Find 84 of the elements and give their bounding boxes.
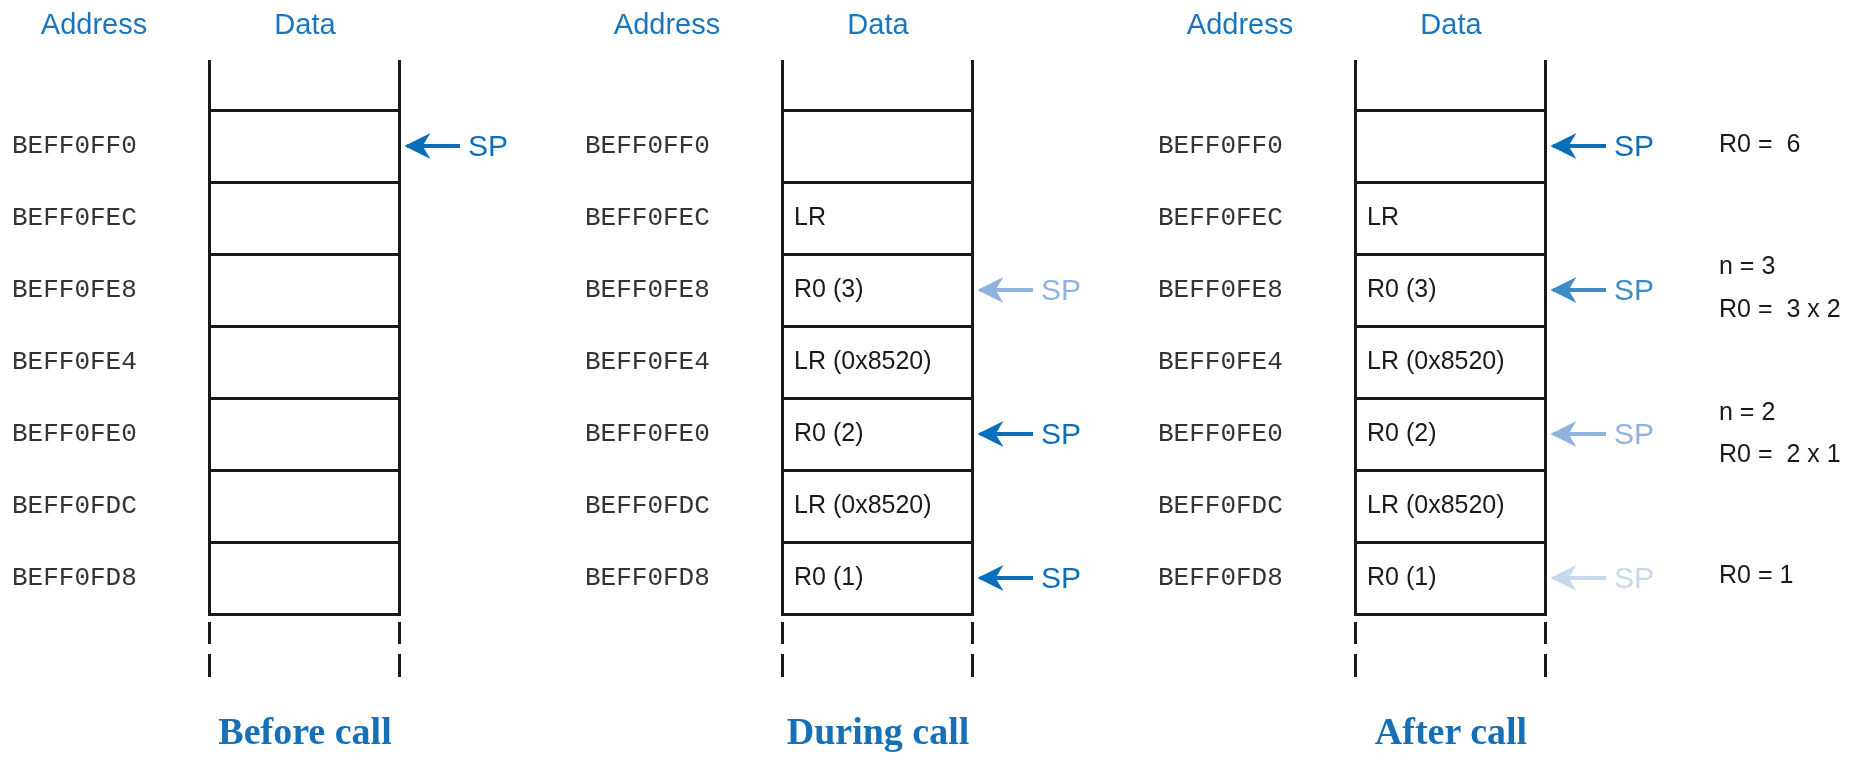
register-note: R0 = 2 x 1 — [1719, 438, 1841, 468]
stack-cell — [208, 325, 401, 400]
memory-address: BEFF0FD8 — [585, 563, 710, 593]
stack-cell — [208, 253, 401, 328]
memory-address: BEFF0FE4 — [12, 347, 137, 377]
stack-pointer-arrow — [404, 133, 460, 159]
register-note: R0 = 3 x 2 — [1719, 293, 1841, 323]
stack-cell — [781, 181, 974, 256]
register-note: R0 = 6 — [1719, 128, 1801, 158]
stack-cell — [1354, 325, 1547, 400]
memory-address: BEFF0FEC — [585, 203, 710, 233]
stack-cell — [781, 397, 974, 472]
stack-cell — [1354, 397, 1547, 472]
stack-cell — [1354, 109, 1547, 184]
memory-address: BEFF0FE8 — [585, 275, 710, 305]
panel-caption: During call — [786, 709, 970, 753]
stack-pointer-label: SP — [1614, 417, 1655, 451]
memory-address: BEFF0FE0 — [12, 419, 137, 449]
stack-pointer-label: SP — [1614, 273, 1655, 307]
register-note: n = 3 — [1719, 250, 1776, 280]
stack-pointer-arrow — [1550, 133, 1606, 159]
memory-address: BEFF0FD8 — [1158, 563, 1283, 593]
column-heading: Address — [613, 7, 721, 41]
register-note: n = 2 — [1719, 396, 1776, 426]
memory-address: BEFF0FD8 — [12, 563, 137, 593]
stack-cell — [781, 325, 974, 400]
stack-pointer-label: SP — [1614, 129, 1655, 163]
cell-value: R0 (1) — [1367, 562, 1437, 591]
stack-pointer-arrow — [977, 421, 1033, 447]
memory-address: BEFF0FE4 — [1158, 347, 1283, 377]
stack-pointer-arrow — [977, 277, 1033, 303]
stack-cell — [208, 469, 401, 544]
cell-value: R0 (2) — [1367, 418, 1437, 447]
panel-caption: After call — [1374, 709, 1528, 753]
cell-value: LR (0x8520) — [794, 346, 932, 375]
memory-address: BEFF0FDC — [1158, 491, 1283, 521]
column-heading: Data — [274, 7, 336, 41]
stack-pointer-arrow — [1550, 421, 1606, 447]
stack-cell — [1354, 253, 1547, 328]
cell-value: LR (0x8520) — [794, 490, 932, 519]
column-heading: Address — [1186, 7, 1294, 41]
stack-cell — [781, 109, 974, 184]
column-heading: Data — [1420, 7, 1482, 41]
stack-pointer-label: SP — [1041, 273, 1082, 307]
memory-address: BEFF0FE8 — [12, 275, 137, 305]
cell-value: LR — [794, 202, 826, 231]
cell-value: LR (0x8520) — [1367, 346, 1505, 375]
memory-address: BEFF0FEC — [1158, 203, 1283, 233]
memory-address: BEFF0FE0 — [585, 419, 710, 449]
register-note: R0 = 1 — [1719, 559, 1794, 589]
stack-cell — [208, 109, 401, 184]
column-heading: Data — [847, 7, 909, 41]
column-heading: Address — [40, 7, 148, 41]
memory-address: BEFF0FDC — [585, 491, 710, 521]
stack-pointer-label: SP — [468, 129, 509, 163]
stack-pointer-arrow — [1550, 565, 1606, 591]
cell-value: R0 (3) — [1367, 274, 1437, 303]
memory-address: BEFF0FEC — [12, 203, 137, 233]
stack-cell — [208, 541, 401, 616]
memory-address: BEFF0FE4 — [585, 347, 710, 377]
memory-address: BEFF0FF0 — [12, 131, 137, 161]
memory-address: BEFF0FF0 — [585, 131, 710, 161]
stack-pointer-label: SP — [1041, 417, 1082, 451]
memory-address: BEFF0FE8 — [1158, 275, 1283, 305]
stack-cell — [1354, 541, 1547, 616]
stack-cell — [781, 469, 974, 544]
stack-cell — [208, 397, 401, 472]
cell-value: R0 (1) — [794, 562, 864, 591]
cell-value: LR (0x8520) — [1367, 490, 1505, 519]
cell-value: R0 (2) — [794, 418, 864, 447]
stack-cell — [781, 253, 974, 328]
panel-caption: Before call — [218, 709, 392, 753]
stack-cell — [208, 181, 401, 256]
stack-cell — [781, 541, 974, 616]
stack-pointer-arrow — [977, 565, 1033, 591]
cell-value: LR — [1367, 202, 1399, 231]
stack-cell — [1354, 469, 1547, 544]
stack-pointer-arrow — [1550, 277, 1606, 303]
memory-address: BEFF0FF0 — [1158, 131, 1283, 161]
memory-address: BEFF0FE0 — [1158, 419, 1283, 449]
cell-value: R0 (3) — [794, 274, 864, 303]
memory-address: BEFF0FDC — [12, 491, 137, 521]
stack-pointer-label: SP — [1041, 561, 1082, 595]
stack-cell — [1354, 181, 1547, 256]
